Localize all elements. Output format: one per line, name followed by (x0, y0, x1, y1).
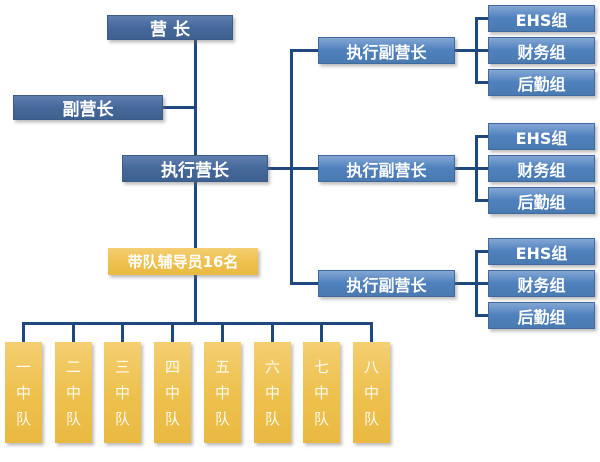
team-box-ehs-1: EHS组 (488, 5, 595, 32)
connector-squad-rail (22, 322, 373, 325)
squad-box-8: 八中队 (353, 342, 390, 443)
connector-group3-in (455, 282, 488, 285)
squad-label-1: 一中队 (14, 358, 32, 437)
connector-group3-stub-top (478, 250, 488, 253)
team-box-finance-1: 财务组 (488, 37, 595, 64)
executive-commander-box: 执行营长 (122, 155, 268, 182)
connector-squad-stub-4 (171, 325, 174, 342)
connector-right-trunk (290, 49, 293, 285)
team-box-ehs-2: EHS组 (488, 123, 595, 150)
squad-label-3: 三中队 (113, 358, 131, 437)
squad-box-5: 五中队 (204, 342, 241, 443)
exec-deputy-box-1: 执行副营长 (318, 37, 455, 64)
squad-label-2: 二中队 (64, 358, 82, 437)
squad-box-6: 六中队 (254, 342, 291, 443)
connector-group1-in (455, 49, 488, 52)
connector-group1-trunk (475, 17, 478, 84)
connector-squad-stub-3 (121, 325, 124, 342)
connector-group2-in (455, 167, 488, 170)
connector-group1-stub-top (478, 17, 488, 20)
squad-box-7: 七中队 (303, 342, 340, 443)
team-box-logistics-2: 后勤组 (488, 187, 595, 214)
squad-box-1: 一中队 (5, 342, 42, 443)
team-box-finance-3: 财务组 (488, 270, 595, 297)
squad-label-8: 八中队 (362, 358, 380, 437)
exec-deputy-box-2: 执行副营长 (318, 155, 455, 182)
connector-squad-stub-6 (271, 325, 274, 342)
connector-group3-trunk (475, 250, 478, 317)
connector-branch-3 (290, 282, 318, 285)
team-box-finance-2: 财务组 (488, 155, 595, 182)
connector-exec-right (268, 167, 318, 170)
squad-box-3: 三中队 (104, 342, 141, 443)
squad-label-5: 五中队 (213, 358, 231, 437)
connector-group2-trunk (475, 135, 478, 202)
battalion-commander-box: 营 长 (107, 15, 233, 40)
connector-commander-trunk (194, 40, 197, 155)
team-box-ehs-3: EHS组 (488, 238, 595, 265)
connector-squad-stub-7 (320, 325, 323, 342)
squad-box-2: 二中队 (55, 342, 92, 443)
connector-group3-stub-bottom (478, 314, 488, 317)
squad-label-6: 六中队 (263, 358, 281, 437)
squad-box-4: 四中队 (154, 342, 191, 443)
connector-group2-stub-bottom (478, 199, 488, 202)
connector-squad-stub-2 (72, 325, 75, 342)
squad-label-7: 七中队 (312, 358, 330, 437)
team-box-logistics-3: 后勤组 (488, 302, 595, 329)
connector-deputy (163, 106, 197, 109)
team-box-logistics-1: 后勤组 (488, 69, 595, 96)
squad-label-4: 四中队 (163, 358, 181, 437)
connector-squad-stub-1 (22, 325, 25, 342)
connector-squad-stub-8 (370, 325, 373, 342)
deputy-commander-box: 副营长 (13, 95, 163, 120)
counselors-box: 带队辅导员16名 (108, 248, 258, 275)
connector-branch-1 (290, 49, 318, 52)
connector-group2-stub-top (478, 135, 488, 138)
connector-group1-stub-bottom (478, 81, 488, 84)
connector-squad-stub-5 (221, 325, 224, 342)
exec-deputy-box-3: 执行副营长 (318, 270, 455, 297)
